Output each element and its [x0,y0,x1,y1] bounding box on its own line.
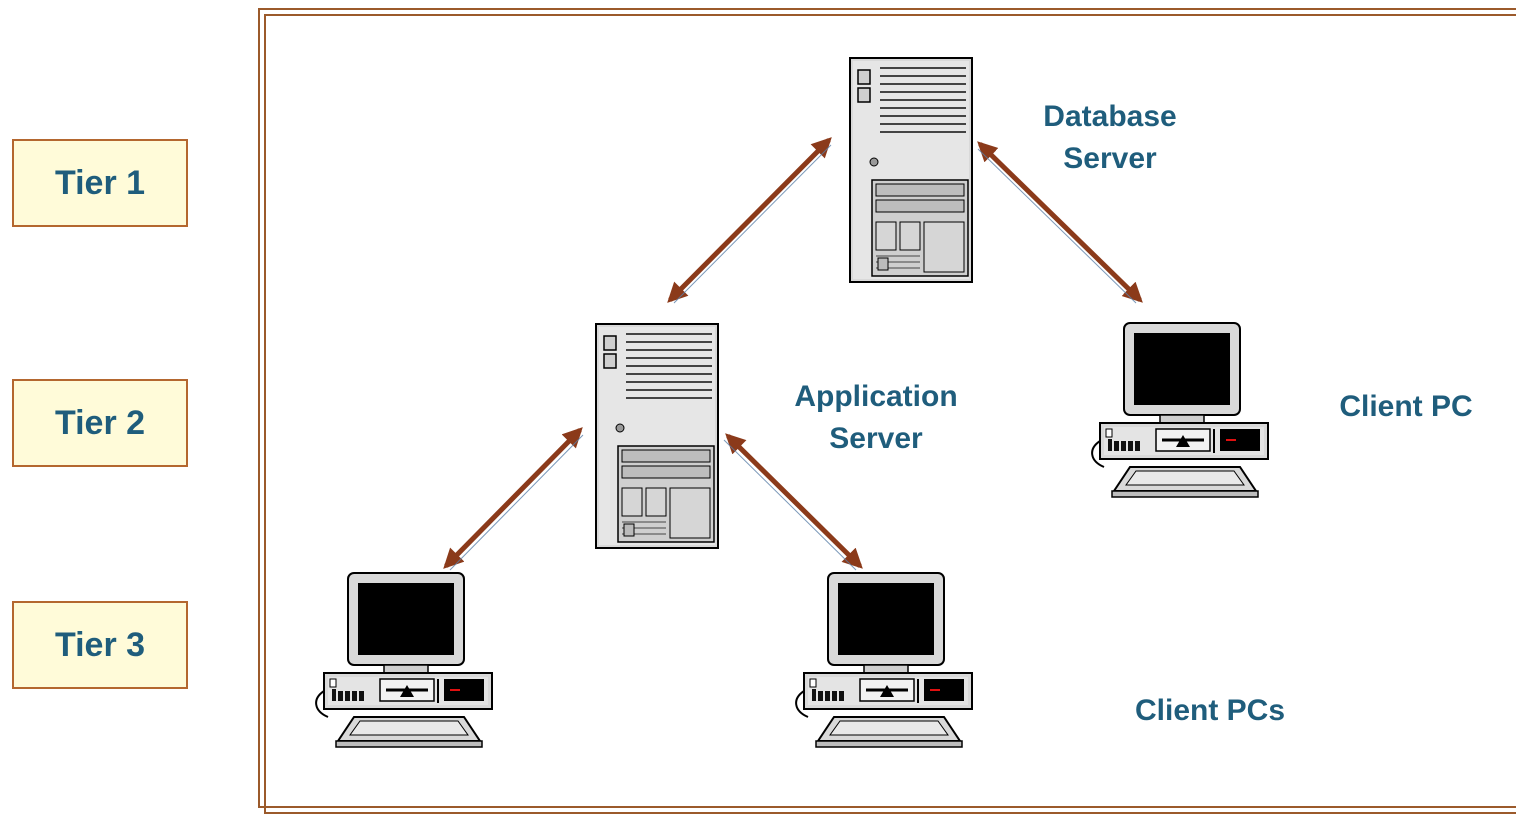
tier-3-label: Tier 3 [54,625,146,664]
database-server-icon [849,57,973,283]
arrow-db-to-clientpc [977,141,1143,303]
tier-1-label: Tier 1 [54,163,146,202]
arrow-app-to-client-middle [725,433,863,569]
application-server-label-line2: Server [829,422,923,455]
database-server-label: Database Server [1010,96,1210,180]
database-server-label-line1: Database [1043,100,1177,133]
application-server-label-line1: Application [794,380,958,413]
application-server-icon [595,323,719,549]
tier-2-label: Tier 2 [54,403,146,442]
client-pc-middle-icon [794,571,974,749]
tier-1-box: Tier 1 [12,139,188,227]
client-pc-left-icon [314,571,494,749]
client-pcs-label: Client PCs [1134,694,1286,727]
network-diagram [314,57,1270,749]
application-server-label: Application Server [766,376,986,460]
client-pc-label: Client PC [1339,390,1473,423]
database-server-label-line2: Server [1063,142,1157,175]
client-pc-right-icon [1090,321,1270,499]
arrow-app-to-client-left [443,427,583,569]
arrow-app-to-db [667,137,832,303]
tier-2-box: Tier 2 [12,379,188,467]
tier-3-box: Tier 3 [12,601,188,689]
